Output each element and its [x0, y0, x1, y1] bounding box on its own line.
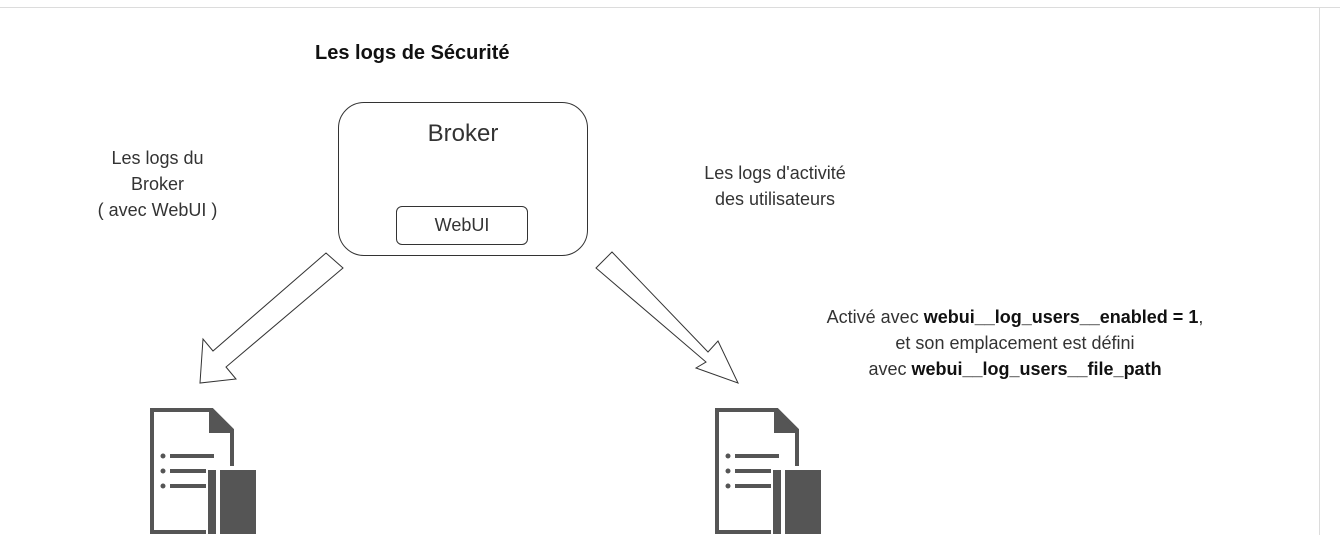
- broker-logs-note: Les logs du Broker ( avec WebUI ): [65, 145, 250, 223]
- broker-logs-note-line: Les logs du: [111, 148, 204, 168]
- config-note-line-2: et son emplacement est défini: [895, 333, 1135, 353]
- broker-logs-note-line: Broker: [130, 174, 184, 194]
- config-prefix: Activé avec: [826, 307, 924, 327]
- config-note-line-3: avec webui__log_users__file_path: [735, 356, 1295, 382]
- arrow-down-right-icon: [595, 251, 739, 384]
- config-note: Activé avec webui__log_users__enabled = …: [735, 304, 1295, 382]
- webui-box: WebUI: [396, 206, 528, 245]
- user-activity-logs-note: Les logs d'activité des utilisateurs: [660, 160, 890, 212]
- user-activity-note-line: des utilisateurs: [714, 189, 836, 209]
- broker-box: Broker WebUI: [338, 102, 588, 256]
- broker-label: Broker: [427, 120, 499, 147]
- canvas-top-border: [0, 7, 1340, 8]
- config-enabled-param: webui__log_users__enabled = 1: [923, 307, 1199, 327]
- broker-logs-note-line: ( avec WebUI ): [97, 200, 218, 220]
- user-activity-note-line: Les logs d'activité: [704, 163, 846, 183]
- config-path-param: webui__log_users__file_path: [911, 359, 1162, 379]
- config-note-line-1: Activé avec webui__log_users__enabled = …: [735, 304, 1295, 330]
- canvas-right-border: [1319, 7, 1320, 535]
- log-file-icon: [715, 408, 821, 535]
- arrow-down-left-icon: [199, 252, 344, 384]
- diagram-title: Les logs de Sécurité: [315, 42, 510, 64]
- config-prefix-2: avec: [868, 359, 912, 379]
- log-file-icon: [150, 408, 256, 535]
- config-suffix: ,: [1198, 307, 1204, 327]
